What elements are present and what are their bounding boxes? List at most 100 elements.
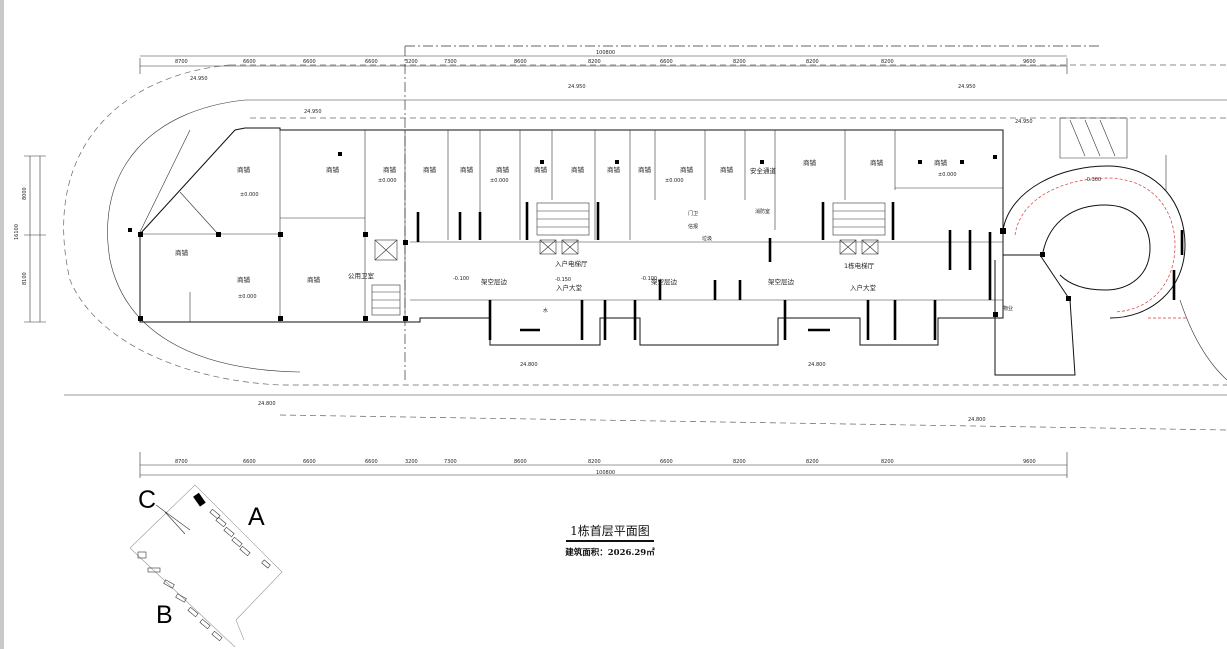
elevation-mark: ±0.000 <box>240 192 259 198</box>
viewer-left-edge <box>0 0 4 649</box>
dimension-text-top: 3200 <box>405 59 418 65</box>
elevation-mark: -0.150 <box>555 277 571 283</box>
dimension-text-bottom: 6600 <box>243 459 256 465</box>
room-label-corridor-edge: 架空层边 <box>768 277 795 286</box>
bottom-dimension-line <box>139 452 1068 478</box>
room-label-elevator-hall: 入户电梯厅 <box>555 259 588 268</box>
dimension-text-top: 6600 <box>365 59 378 65</box>
elevation-mark: 24.800 <box>968 417 986 423</box>
stair-core-right <box>832 202 886 255</box>
dimension-text-bottom: 9600 <box>1023 459 1036 465</box>
room-label-shop: 商铺 <box>383 165 397 174</box>
dimension-text-top: 8200 <box>806 59 819 65</box>
dimension-text-bottom: 8200 <box>588 459 601 465</box>
dimension-text-top: 8200 <box>881 59 894 65</box>
room-label-shop: 商铺 <box>607 165 621 174</box>
elevation-mark: 24.800 <box>258 401 276 407</box>
thick-walls <box>416 202 992 340</box>
key-plan-building-b <box>137 551 223 642</box>
elevation-mark: ±0.000 <box>238 294 257 300</box>
room-label-corridor-edge: 架空层边 <box>651 277 678 286</box>
dimension-text-top: 6600 <box>303 59 316 65</box>
room-label-public-toilet: 公用卫室 <box>348 271 375 280</box>
dimension-text-bottom: 8700 <box>175 459 188 465</box>
circular-ramp <box>994 117 1186 376</box>
dimension-text-bottom: 6600 <box>365 459 378 465</box>
dimension-text-vertical: 8000 <box>22 187 28 200</box>
room-label-shop: 商铺 <box>307 275 321 284</box>
dimension-text-bottom: 8200 <box>881 459 894 465</box>
dimension-text-bottom: 6600 <box>660 459 673 465</box>
dimension-text-bottom: 7300 <box>444 459 457 465</box>
key-plan-label-b: B <box>156 601 173 629</box>
elevation-mark: ±0.000 <box>938 172 957 178</box>
room-label-safety-passage: 安全通道 <box>750 166 777 175</box>
room-label-shop: 商铺 <box>460 165 474 174</box>
room-labels: 商铺 商铺 商铺 商铺 商铺 商铺 商铺 商铺 商铺 商铺 商铺 商铺 商铺 商… <box>175 158 1013 314</box>
structural-columns <box>128 152 1071 321</box>
elevation-mark: -0.100 <box>453 276 469 282</box>
building-outline <box>139 127 1004 346</box>
room-label-shop: 商铺 <box>638 165 652 174</box>
dimension-total-bottom: 100800 <box>596 470 615 476</box>
key-plan <box>129 484 283 648</box>
dimension-text-vertical: 16100 <box>14 224 20 240</box>
elevation-mark: 24.950 <box>304 109 322 115</box>
dimension-text-top: 8600 <box>514 59 527 65</box>
room-label-shop: 商铺 <box>237 165 251 174</box>
room-label-garbage: 垃圾 <box>702 235 712 242</box>
room-label-shop: 商铺 <box>237 275 251 284</box>
dimension-text-top: 8200 <box>733 59 746 65</box>
room-label-fire-control: 消防室 <box>755 208 770 215</box>
elevation-mark: ±0.000 <box>490 178 509 184</box>
dimension-text-top: 6600 <box>243 59 256 65</box>
elevation-mark: 24.950 <box>190 76 208 82</box>
room-label-shop: 商铺 <box>496 165 510 174</box>
room-label-shop: 商铺 <box>870 158 884 167</box>
room-label-elevator-hall-1: 1栋电梯厅 <box>844 261 875 270</box>
dimension-text-bottom: 8600 <box>514 459 527 465</box>
elevation-mark: 24.800 <box>808 362 826 368</box>
elevation-mark: -0.300 <box>1085 177 1101 183</box>
room-label-shop: 商铺 <box>534 165 548 174</box>
top-dimension-line <box>139 45 1100 380</box>
room-label-water: 水 <box>543 307 548 314</box>
room-label-lobby: 入户大堂 <box>556 283 583 292</box>
room-label-shop: 商铺 <box>326 165 340 174</box>
elevation-mark: 24.950 <box>568 84 586 90</box>
room-label-shop: 商铺 <box>934 158 948 167</box>
elevation-mark: ±0.000 <box>665 178 684 184</box>
dimension-text-bottom: 3200 <box>405 459 418 465</box>
room-label-corridor-edge: 架空层边 <box>481 277 508 286</box>
elevation-mark: 24.950 <box>958 84 976 90</box>
drawing-title: 1栋首层平面图 <box>566 522 654 542</box>
room-label-shop: 商铺 <box>720 165 734 174</box>
key-plan-building-a <box>209 508 271 569</box>
stair-left-shop <box>371 239 401 316</box>
elevation-mark: 24.800 <box>520 362 538 368</box>
dimension-text-top: 9600 <box>1023 59 1036 65</box>
key-plan-label-a: A <box>248 503 265 531</box>
drawing-title-block: 1栋首层平面图 建筑面积：2026.29㎡ <box>540 520 680 558</box>
stair-core-left <box>536 202 590 255</box>
dimension-text-bottom: 6600 <box>303 459 316 465</box>
building-area-label: 建筑面积：2026.29㎡ <box>565 548 655 558</box>
dimension-total-top: 100800 <box>596 50 615 56</box>
left-dimension-line <box>24 155 46 323</box>
dimension-text-bottom: 8200 <box>806 459 819 465</box>
room-label-lobby: 入户大堂 <box>850 283 877 292</box>
room-label-mail: 信报 <box>688 223 698 230</box>
dimension-text: 8700 6600 6600 6600 3200 7300 8600 8200 … <box>14 50 1036 476</box>
dimension-text-top: 7300 <box>444 59 457 65</box>
dimension-text-top: 8700 <box>175 59 188 65</box>
key-plan-label-c: C <box>138 486 157 514</box>
elevation-mark: ±0.000 <box>378 178 397 184</box>
dimension-text-top: 8200 <box>588 59 601 65</box>
room-label-property: 物业 <box>1003 305 1013 312</box>
room-label-shop: 商铺 <box>803 158 817 167</box>
room-label-shop: 商铺 <box>175 248 189 257</box>
room-label-shop: 商铺 <box>571 165 585 174</box>
dimension-text-vertical: 8100 <box>22 272 28 285</box>
elevation-marks: 24.950 24.950 24.950 24.950 24.950 ±0.00… <box>190 76 1101 423</box>
